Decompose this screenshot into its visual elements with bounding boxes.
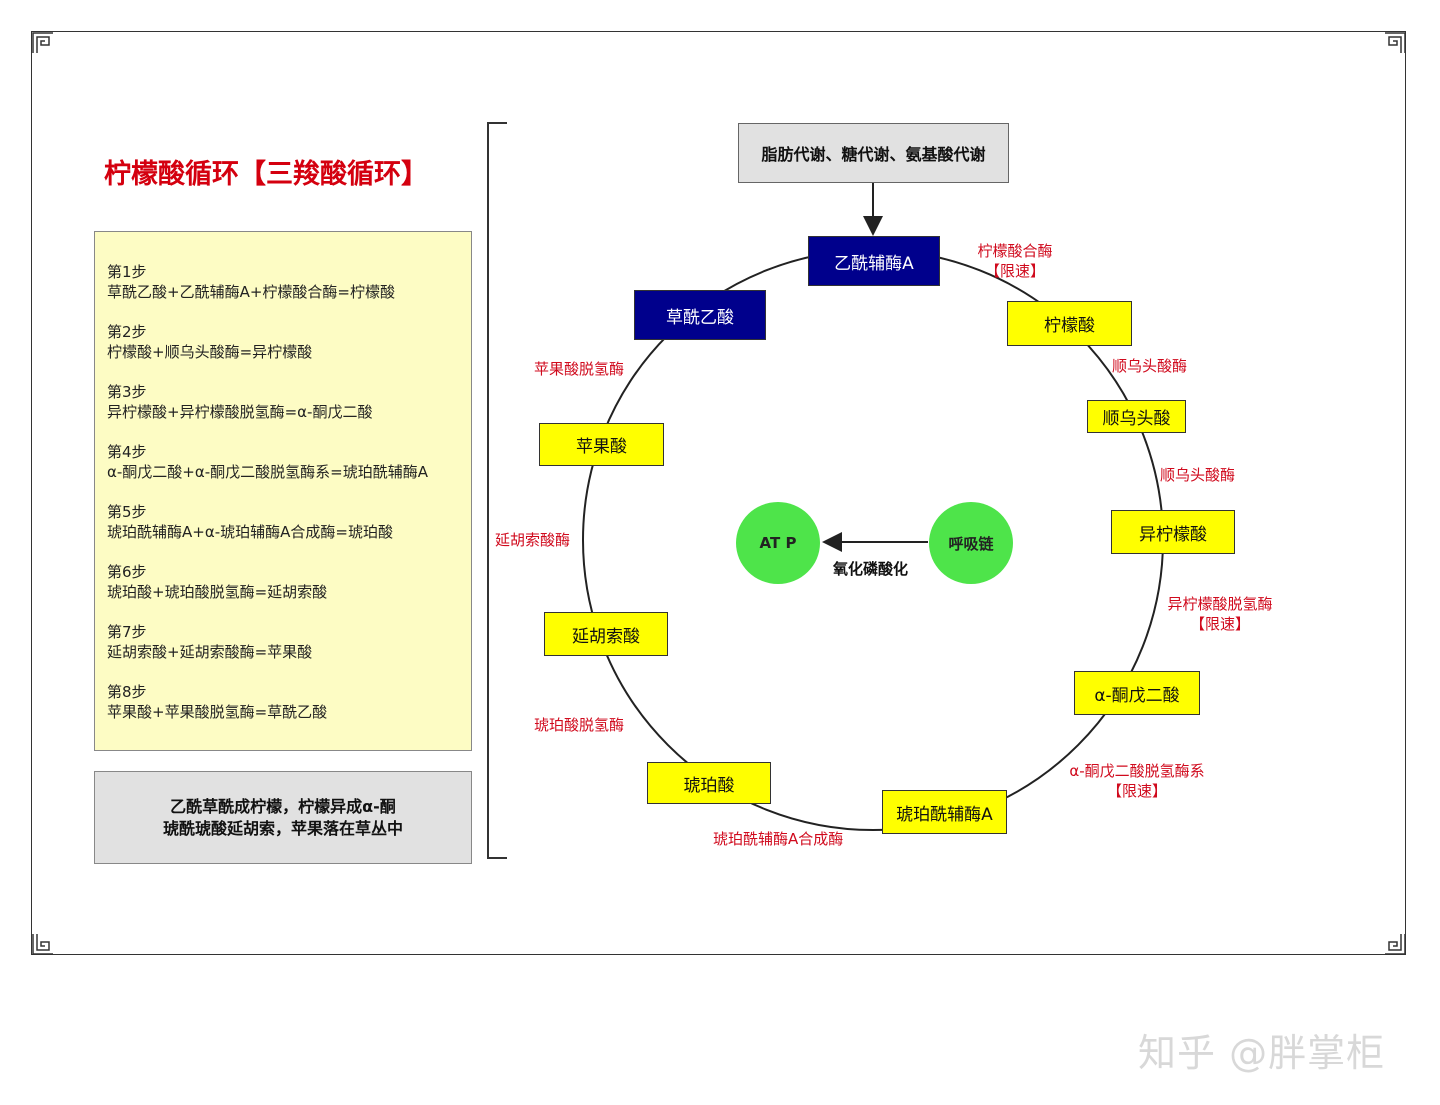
step-label: 第1步 bbox=[107, 263, 147, 281]
step-text: 苹果酸+苹果酸脱氢酶=草酰乙酸 bbox=[107, 703, 328, 721]
section-bracket bbox=[487, 122, 507, 859]
enzyme-citrate-synthase: 柠檬酸合酶 【限速】 bbox=[977, 242, 1053, 280]
node-malate: 苹果酸 bbox=[539, 423, 664, 466]
step-text: 异柠檬酸+异柠檬酸脱氢酶=α-酮戊二酸 bbox=[107, 403, 373, 421]
step-label: 第2步 bbox=[107, 323, 147, 341]
mnemonic-panel: 乙酰草酰成柠檬，柠檬异成α-酮 琥酰琥酸延胡索，苹果落在草丛中 bbox=[94, 771, 472, 864]
corner-ornament-top-left bbox=[32, 32, 53, 53]
corner-ornament-bottom-right bbox=[1385, 934, 1406, 955]
node-acetyl-coa: 乙酰辅酶A bbox=[808, 236, 940, 286]
step-text: 琥珀酰辅酶A+α-琥珀辅酶A合成酶=琥珀酸 bbox=[107, 523, 393, 541]
node-oxaloacetate: 草酰乙酸 bbox=[634, 290, 766, 340]
step-item: 第2步 柠檬酸+顺乌头酸酶=异柠檬酸 bbox=[107, 322, 471, 362]
node-fumarate: 延胡索酸 bbox=[544, 612, 668, 656]
atp-node: AT P bbox=[736, 502, 820, 584]
step-item: 第7步 延胡索酸+延胡索酸酶=苹果酸 bbox=[107, 622, 471, 662]
enzyme-fumarase: 延胡索酸酶 bbox=[495, 531, 571, 549]
node-alpha-ketoglutarate: α-酮戊二酸 bbox=[1074, 671, 1200, 715]
node-isocitrate: 异柠檬酸 bbox=[1111, 510, 1235, 554]
step-text: 草酰乙酸+乙酰辅酶A+柠檬酸合酶=柠檬酸 bbox=[107, 283, 395, 301]
step-item: 第6步 琥珀酸+琥珀酸脱氢酶=延胡索酸 bbox=[107, 562, 471, 602]
node-succinate: 琥珀酸 bbox=[647, 762, 771, 804]
mnemonic-line-1: 乙酰草酰成柠檬，柠檬异成α-酮 bbox=[170, 796, 396, 816]
node-succinyl-coa: 琥珀酰辅酶A bbox=[882, 790, 1007, 834]
enzyme-aconitase-2: 顺乌头酸酶 bbox=[1160, 466, 1236, 484]
steps-panel: 第1步 草酰乙酸+乙酰辅酶A+柠檬酸合酶=柠檬酸 第2步 柠檬酸+顺乌头酸酶=异… bbox=[94, 231, 472, 751]
enzyme-aconitase-1: 顺乌头酸酶 bbox=[1112, 357, 1188, 375]
respiratory-chain-node: 呼吸链 bbox=[929, 502, 1013, 584]
enzyme-succinyl-coa-synthetase: 琥珀酰辅酶A合成酶 bbox=[713, 830, 844, 848]
source-metabolism-box: 脂肪代谢、糖代谢、氨基酸代谢 bbox=[738, 123, 1009, 183]
enzyme-akg-dehydrogenase: α-酮戊二酸脱氢酶系 【限速】 bbox=[1069, 762, 1205, 800]
step-item: 第3步 异柠檬酸+异柠檬酸脱氢酶=α-酮戊二酸 bbox=[107, 382, 471, 422]
step-label: 第5步 bbox=[107, 503, 147, 521]
corner-ornament-bottom-left bbox=[32, 934, 53, 955]
step-item: 第5步 琥珀酰辅酶A+α-琥珀辅酶A合成酶=琥珀酸 bbox=[107, 502, 471, 542]
step-text: 延胡索酸+延胡索酸酶=苹果酸 bbox=[107, 643, 313, 661]
step-label: 第8步 bbox=[107, 683, 147, 701]
enzyme-malate-dehydrogenase: 苹果酸脱氢酶 bbox=[534, 360, 625, 378]
enzyme-isocitrate-dehydrogenase: 异柠檬酸脱氢酶 【限速】 bbox=[1167, 595, 1273, 633]
step-label: 第4步 bbox=[107, 443, 147, 461]
step-item: 第4步 α-酮戊二酸+α-酮戊二酸脱氢酶系=琥珀酰辅酶A bbox=[107, 442, 471, 482]
step-text: α-酮戊二酸+α-酮戊二酸脱氢酶系=琥珀酰辅酶A bbox=[107, 463, 429, 481]
corner-ornament-top-right bbox=[1385, 32, 1406, 53]
node-citrate: 柠檬酸 bbox=[1007, 301, 1132, 346]
step-item: 第8步 苹果酸+苹果酸脱氢酶=草酰乙酸 bbox=[107, 682, 471, 722]
step-text: 琥珀酸+琥珀酸脱氢酶=延胡索酸 bbox=[107, 583, 328, 601]
node-cis-aconitate: 顺乌头酸 bbox=[1087, 400, 1186, 433]
step-label: 第6步 bbox=[107, 563, 147, 581]
step-label: 第7步 bbox=[107, 623, 147, 641]
step-item: 第1步 草酰乙酸+乙酰辅酶A+柠檬酸合酶=柠檬酸 bbox=[107, 262, 471, 302]
step-label: 第3步 bbox=[107, 383, 147, 401]
oxidative-phosphorylation-label: 氧化磷酸化 bbox=[833, 560, 909, 578]
page-title: 柠檬酸循环【三羧酸循环】 bbox=[104, 159, 428, 190]
watermark: 知乎 @胖掌柜 bbox=[1138, 1031, 1386, 1075]
enzyme-succinate-dehydrogenase: 琥珀酸脱氢酶 bbox=[534, 716, 625, 734]
mnemonic-line-2: 琥酰琥酸延胡索，苹果落在草丛中 bbox=[162, 818, 403, 838]
outer-frame bbox=[31, 31, 1406, 955]
step-text: 柠檬酸+顺乌头酸酶=异柠檬酸 bbox=[107, 343, 313, 361]
